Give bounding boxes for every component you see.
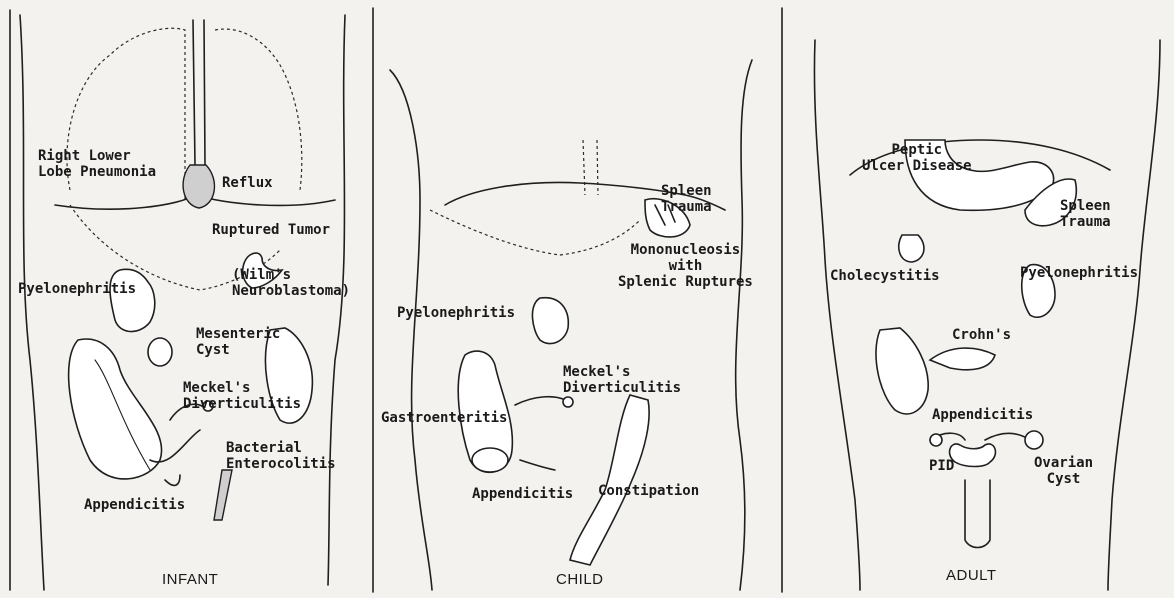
infant-kidney-right xyxy=(110,269,155,331)
label-pyelonephritis-infant: Pyelonephritis xyxy=(18,281,136,297)
label-cholecystitis: Cholecystitis xyxy=(830,268,940,284)
adult-torso-right xyxy=(1108,40,1160,590)
child-liver-outline xyxy=(430,210,640,255)
infant-mesenteric-cyst xyxy=(148,338,172,366)
panel-title-child: CHILD xyxy=(556,571,604,588)
child-esophagus xyxy=(583,140,585,195)
child-torso-left xyxy=(390,70,432,590)
child-drawing xyxy=(390,60,752,590)
adult-small-bowel xyxy=(930,348,995,370)
panel-title-adult: ADULT xyxy=(946,567,997,584)
infant-torso-left xyxy=(20,15,44,590)
label-reflux: Reflux xyxy=(222,175,273,191)
label-pid: PID xyxy=(929,458,954,474)
label-meckels-infant: Meckel's Diverticulitis xyxy=(183,380,301,412)
label-wilms: (Wilm's Neuroblastoma) xyxy=(232,267,350,299)
label-meckels-child: Meckel's Diverticulitis xyxy=(563,364,681,396)
label-constipation: Constipation xyxy=(598,483,699,499)
label-bacterial-enterocolitis: Bacterial Enterocolitis xyxy=(226,440,336,472)
infant-appendix xyxy=(165,475,180,485)
child-appendix xyxy=(520,460,555,470)
child-meckel-diverticulum xyxy=(563,397,573,407)
child-kidney xyxy=(532,298,568,344)
adult-ovary-right xyxy=(930,434,942,446)
infant-esophagus xyxy=(204,20,205,165)
label-ovarian-cyst: Ovarian Cyst xyxy=(1034,455,1093,487)
label-mesenteric-cyst: Mesenteric Cyst xyxy=(196,326,280,358)
label-pyelonephritis-child: Pyelonephritis xyxy=(397,305,515,321)
infant-torso-right xyxy=(328,15,345,585)
label-pyelonephritis-adult: Pyelonephritis xyxy=(1020,265,1138,281)
child-meckel xyxy=(515,397,565,405)
adult-colon xyxy=(876,328,928,414)
label-appendicitis-infant: Appendicitis xyxy=(84,497,185,513)
child-torso-right xyxy=(736,60,752,590)
label-gastroenteritis: Gastroenteritis xyxy=(381,410,507,426)
infant-rectum xyxy=(214,470,232,520)
label-spleen-trauma-adult: Spleen Trauma xyxy=(1060,198,1111,230)
adult-torso-left xyxy=(814,40,860,590)
label-peptic-ulcer: Peptic Ulcer Disease xyxy=(862,142,972,174)
adult-vagina xyxy=(965,480,990,548)
adult-gallbladder xyxy=(899,235,924,262)
child-colon-left xyxy=(570,395,649,565)
infant-lung-outline xyxy=(215,29,302,190)
label-appendicitis-adult: Appendicitis xyxy=(932,407,1033,423)
child-esophagus xyxy=(597,140,598,195)
child-cecum xyxy=(472,448,508,472)
label-crohns: Crohn's xyxy=(952,327,1011,343)
infant-colon xyxy=(69,339,162,479)
label-rll-pneumonia: Right Lower Lobe Pneumonia xyxy=(38,148,156,180)
adult-tube-left xyxy=(985,433,1030,440)
adult-uterus xyxy=(950,444,996,467)
infant-stomach-reflux xyxy=(183,165,214,208)
label-ruptured-tumor: Ruptured Tumor xyxy=(212,222,330,238)
infant-esophagus xyxy=(193,20,195,165)
label-spleen-trauma-child: Spleen Trauma xyxy=(661,183,712,215)
label-mononucleosis: Mononucleosis with Splenic Ruptures xyxy=(618,242,753,290)
adult-ovarian-cyst xyxy=(1025,431,1043,449)
panel-title-infant: INFANT xyxy=(162,571,218,588)
label-appendicitis-child: Appendicitis xyxy=(472,486,573,502)
adult-drawing xyxy=(814,40,1160,590)
